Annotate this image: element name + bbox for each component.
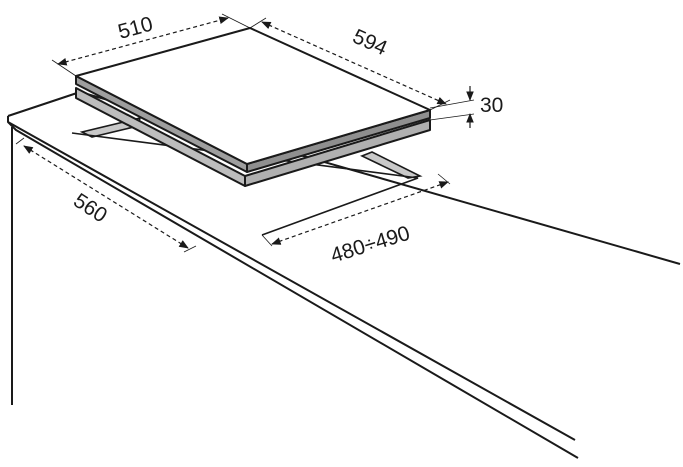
dimension-line-510 — [57, 16, 229, 66]
dimension-lines — [15, 13, 475, 253]
label-480-490: 480÷490 — [328, 222, 413, 268]
dimension-line-560 — [23, 145, 189, 249]
label-560: 560 — [69, 189, 111, 227]
dimension-line-480-490 — [271, 181, 449, 245]
dimension-line-594 — [261, 21, 447, 105]
countertop-front-edge-bottom — [7, 121, 579, 459]
hob-base-right — [244, 119, 431, 187]
label-594: 594 — [349, 25, 391, 60]
label-30: 30 — [480, 94, 503, 117]
cutout-right-rim — [360, 151, 423, 179]
